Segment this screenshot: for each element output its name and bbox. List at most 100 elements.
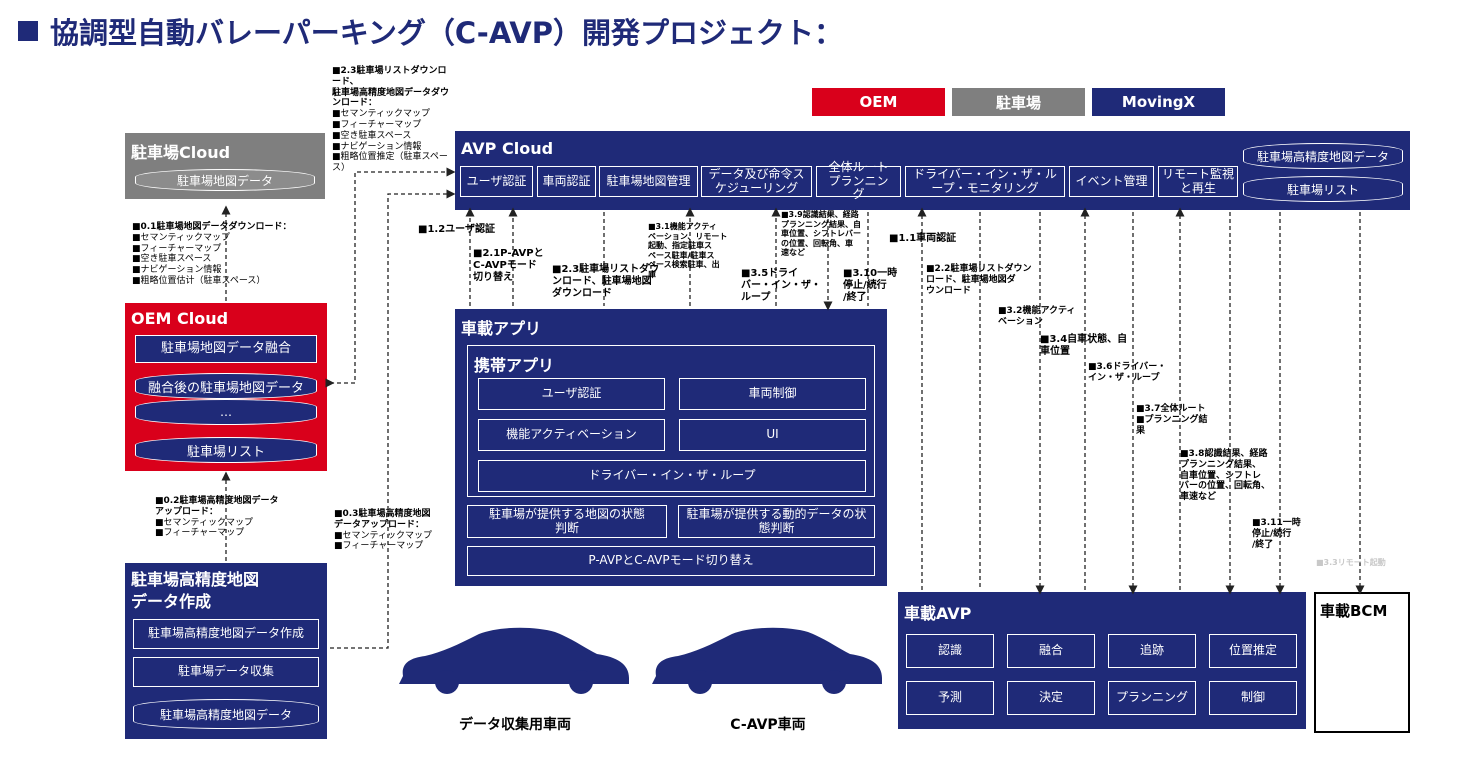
- data-collection-box: 駐車場データ収集: [133, 657, 319, 687]
- hd-map-title-line2: データ作成: [131, 592, 212, 611]
- mobile-app: 携帯アプリ ユーザ認証 車両制御 機能アクティベーション UI ドライバー・イン…: [467, 345, 875, 497]
- note-line: ■0.2駐車場高精度地図データ: [155, 496, 279, 506]
- avp-localization: 位置推定: [1209, 634, 1297, 668]
- note-line: ■3.10一時: [843, 268, 898, 279]
- c-avp-car-icon: [652, 627, 882, 694]
- avp-tracking: 追跡: [1108, 634, 1196, 668]
- hd-map-create-box: 駐車場高精度地図データ作成: [133, 619, 319, 649]
- note-3-2: ■3.2機能アクティ ベーション: [998, 306, 1075, 328]
- note-line: 駐車場高精度地図データダウ: [332, 87, 450, 98]
- note-line: 自車位置、シフトレ: [1180, 470, 1262, 481]
- avp-dil-monitoring: ドライバー・イン・ザ・ループ・モニタリング: [905, 166, 1065, 197]
- note-line: ■プランニング結: [1136, 414, 1208, 425]
- note-line: ベーション: [998, 316, 1043, 327]
- note-3-3: ■3.3リモート起動: [1316, 558, 1386, 567]
- note-line: ダウンロード: [552, 288, 612, 299]
- note-line: ■3.8認識結果、経路: [1180, 449, 1268, 459]
- note-3-11: ■3.11一時 停止/続行 /終了: [1252, 518, 1301, 550]
- note-line: ■空き駐車スペース: [332, 130, 412, 141]
- avp-planning: プランニング: [1108, 681, 1196, 715]
- note-line: ■2.1P-AVPと: [473, 248, 544, 259]
- c-avp-car-label: C-AVP車両: [730, 717, 806, 733]
- ellipsis-db: …: [135, 399, 317, 425]
- note-line: ■フィーチャーマップ: [334, 541, 424, 552]
- note-line: 車速など: [1180, 492, 1217, 503]
- note-line: ■2.3駐車場リストダウンロード、: [332, 66, 447, 87]
- note-line: イン・ザ・ループ: [1088, 372, 1160, 383]
- note-line: 起動、指定駐車ス: [648, 241, 712, 251]
- mobile-vehicle-control: 車両制御: [679, 378, 866, 410]
- note-line: バー・イン・ザ・: [741, 280, 821, 291]
- hd-map-title-line1: 駐車場高精度地図: [131, 570, 260, 589]
- note-line: 停止/続行: [1252, 528, 1292, 539]
- parking-map-db: 駐車場地図データ: [135, 169, 315, 191]
- map-fusion-box: 駐車場地図データ融合: [135, 335, 317, 363]
- parking-list-db: 駐車場リスト: [135, 437, 317, 463]
- hd-map-creation: 駐車場高精度地図データ作成 駐車場高精度地図データ作成 駐車場データ収集 駐車場…: [125, 563, 327, 739]
- note-line: ■0.3駐車場高精度地図: [334, 509, 431, 519]
- mobile-user-auth: ユーザ認証: [478, 378, 665, 410]
- avp-prediction: 予測: [906, 681, 994, 715]
- data-collection-car-icon: [399, 627, 629, 694]
- avp-parking-list-db: 駐車場リスト: [1243, 176, 1403, 202]
- vehicle-avp-title: 車載AVP: [904, 604, 972, 623]
- note-line: ■粗略位置推定（駐車スペー: [332, 152, 448, 163]
- note-2-3-top: ■2.3駐車場リストダウンロード、 駐車場高精度地図データダウ ンロード： ■セ…: [332, 66, 452, 174]
- note-line: ■ナビゲーション情報: [132, 265, 222, 276]
- mobile-dil: ドライバー・イン・ザ・ループ: [478, 460, 866, 492]
- note-line: ■3.4自車状態、自: [1040, 334, 1128, 345]
- note-line: ■3.7全体ルート: [1136, 404, 1206, 414]
- note-line: 果: [1136, 425, 1146, 436]
- note-2-2: ■2.2駐車場リストダウン ロード、駐車場地図ダ ウンロード: [926, 264, 1031, 296]
- fused-map-db: 融合後の駐車場地図データ: [135, 373, 317, 399]
- note-0-2: ■0.2駐車場高精度地図データ アップロード： ■セマンティックマップ ■フィー…: [155, 496, 315, 539]
- note-line: 車位置、シフトレバー: [781, 229, 861, 239]
- note-line: ■フィーチャーマップ: [155, 528, 245, 539]
- note-line: ■2.3駐車場リストダウ: [552, 264, 660, 275]
- note-line: ループ: [741, 292, 771, 303]
- note-line: ペース検索駐車、出: [648, 260, 720, 270]
- note-line: ■3.1機能アクティ: [648, 222, 717, 231]
- avp-cloud-title: AVP Cloud: [461, 139, 554, 158]
- avp-user-auth: ユーザ認証: [460, 166, 533, 197]
- map-state-judge: 駐車場が提供する地図の状態判断: [467, 505, 667, 538]
- avp-remote-monitoring: リモート監視と再生: [1158, 166, 1238, 197]
- avp-cloud: AVP Cloud ユーザ認証 車両認証 駐車場地図管理 データ及び命令スケジュ…: [455, 131, 1410, 210]
- note-line: ■0.1駐車場地図データダウンロード：: [132, 222, 292, 232]
- note-3-10: ■3.10一時 停止/続行 /終了: [843, 268, 897, 304]
- data-collection-car-label: データ収集用車両: [459, 717, 571, 733]
- mobile-ui: UI: [679, 419, 866, 451]
- note-line: ■空き駐車スペース: [132, 254, 212, 265]
- dynamic-data-judge: 駐車場が提供する動的データの状態判断: [678, 505, 875, 538]
- mobile-activation: 機能アクティベーション: [478, 419, 665, 451]
- note-line: ■セマンティックマップ: [155, 517, 253, 528]
- note-3-6: ■3.6ドライバー・ イン・ザ・ループ: [1088, 362, 1166, 384]
- vehicle-bcm: 車載BCM: [1314, 592, 1410, 733]
- note-line: 停止/続行: [843, 280, 887, 291]
- note-2-3-mid: ■2.3駐車場リストダウ ンロード、駐車場地図 ダウンロード: [552, 264, 659, 300]
- note-line: ■3.11一時: [1252, 518, 1301, 528]
- note-line: アップロード：: [155, 506, 219, 517]
- note-line: ■粗略位置估计（駐車スペース）: [132, 275, 266, 286]
- avp-event-management: イベント管理: [1069, 166, 1154, 197]
- note-3-9: ■3.9認識結果、経路 プランニング結果、自 車位置、シフトレバー の位置、回転…: [781, 210, 861, 258]
- note-line: ■3.5ドライ: [741, 268, 799, 279]
- avp-decision: 決定: [1007, 681, 1095, 715]
- note-line: ■フィーチャーマップ: [332, 119, 422, 130]
- legend-movingx: MovingX: [1092, 88, 1225, 116]
- note-line: ロード、駐車場地図ダ: [926, 274, 1016, 285]
- note-line: プランニング結果、: [1180, 459, 1262, 470]
- note-line: ベーション、リモート: [648, 231, 728, 241]
- legend-oem: OEM: [812, 88, 945, 116]
- note-line: の位置、回転角、車: [781, 238, 853, 248]
- note-2-1: ■2.1P-AVPと C-AVPモード 切り替え: [473, 248, 544, 284]
- note-line: C-AVPモード: [473, 260, 537, 271]
- note-line: ペース駐車/駐車ス: [648, 250, 715, 260]
- mode-switch: P-AVPとC-AVPモード切り替え: [467, 546, 875, 576]
- note-1-1: ■1.1車両認証: [889, 233, 957, 244]
- oem-cloud: OEM Cloud 駐車場地図データ融合 融合後の駐車場地図データ … 駐車場リ…: [125, 303, 327, 471]
- note-line: ■セマンティックマップ: [332, 109, 430, 120]
- avp-fusion: 融合: [1007, 634, 1095, 668]
- note-0-1: ■0.1駐車場地図データダウンロード： ■セマンティックマップ ■フィーチャーマ…: [132, 222, 322, 287]
